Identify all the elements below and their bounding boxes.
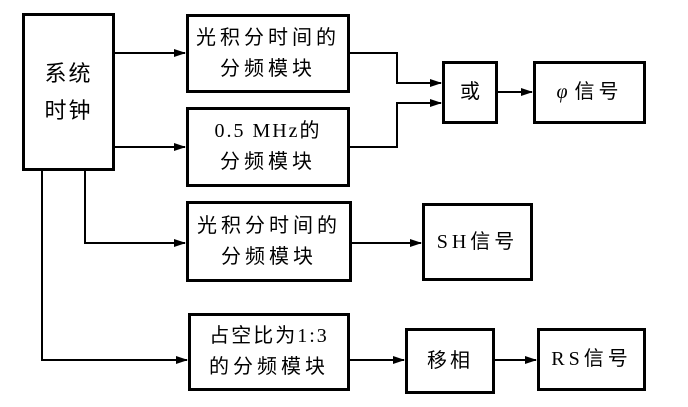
node-or-gate-label: 或 [460,81,480,103]
node-rs-signal-label: RS信号 [551,348,632,370]
connector-clock-to-optical-mid [84,170,186,247]
node-duty-cycle-divider: 占空比为1:3 的分频模块 [188,313,350,391]
node-phase-shifter-label: 移相 [427,349,473,372]
connector-optical-top-to-or [350,52,442,87]
node-phase-shifter: 移相 [405,328,495,394]
phi-signal-suffix: 信号 [574,81,623,103]
node-phi-signal-label: φ 信号 [556,77,622,108]
node-05mhz-label-line2: 分频模块 [220,151,316,173]
node-05mhz-label-line1: 0.5 MHz的 [214,120,322,142]
node-rs-signal: RS信号 [537,328,646,391]
node-system-clock: 系统 时钟 [22,13,115,171]
node-05mhz-divider: 0.5 MHz的 分频模块 [186,107,350,187]
node-sh-signal: SH信号 [422,203,533,281]
node-or-gate: 或 [442,61,498,124]
connector-clock-to-duty-divider [41,170,188,364]
phi-symbol: φ [556,81,568,103]
node-optical-top-label-line2: 分频模块 [220,57,316,80]
node-optical-mid-label-line1: 光积分时间的 [197,214,341,237]
node-system-clock-label-line2: 时钟 [44,98,93,123]
node-duty-label-line2: 的分频模块 [209,356,329,378]
node-optical-mid-label-line2: 分频模块 [221,245,317,268]
connector-mhz-divider-to-or [350,99,442,148]
node-optical-integration-divider-mid: 光积分时间的 分频模块 [186,201,352,282]
node-system-clock-label-line1: 系统 [44,60,93,86]
node-sh-signal-label: SH信号 [436,230,519,253]
node-duty-label-line1: 占空比为1:3 [209,325,329,347]
node-optical-top-label-line1: 光积分时间的 [196,26,340,49]
node-phi-signal: φ 信号 [533,61,646,124]
node-optical-integration-divider-top: 光积分时间的 分频模块 [186,14,350,93]
